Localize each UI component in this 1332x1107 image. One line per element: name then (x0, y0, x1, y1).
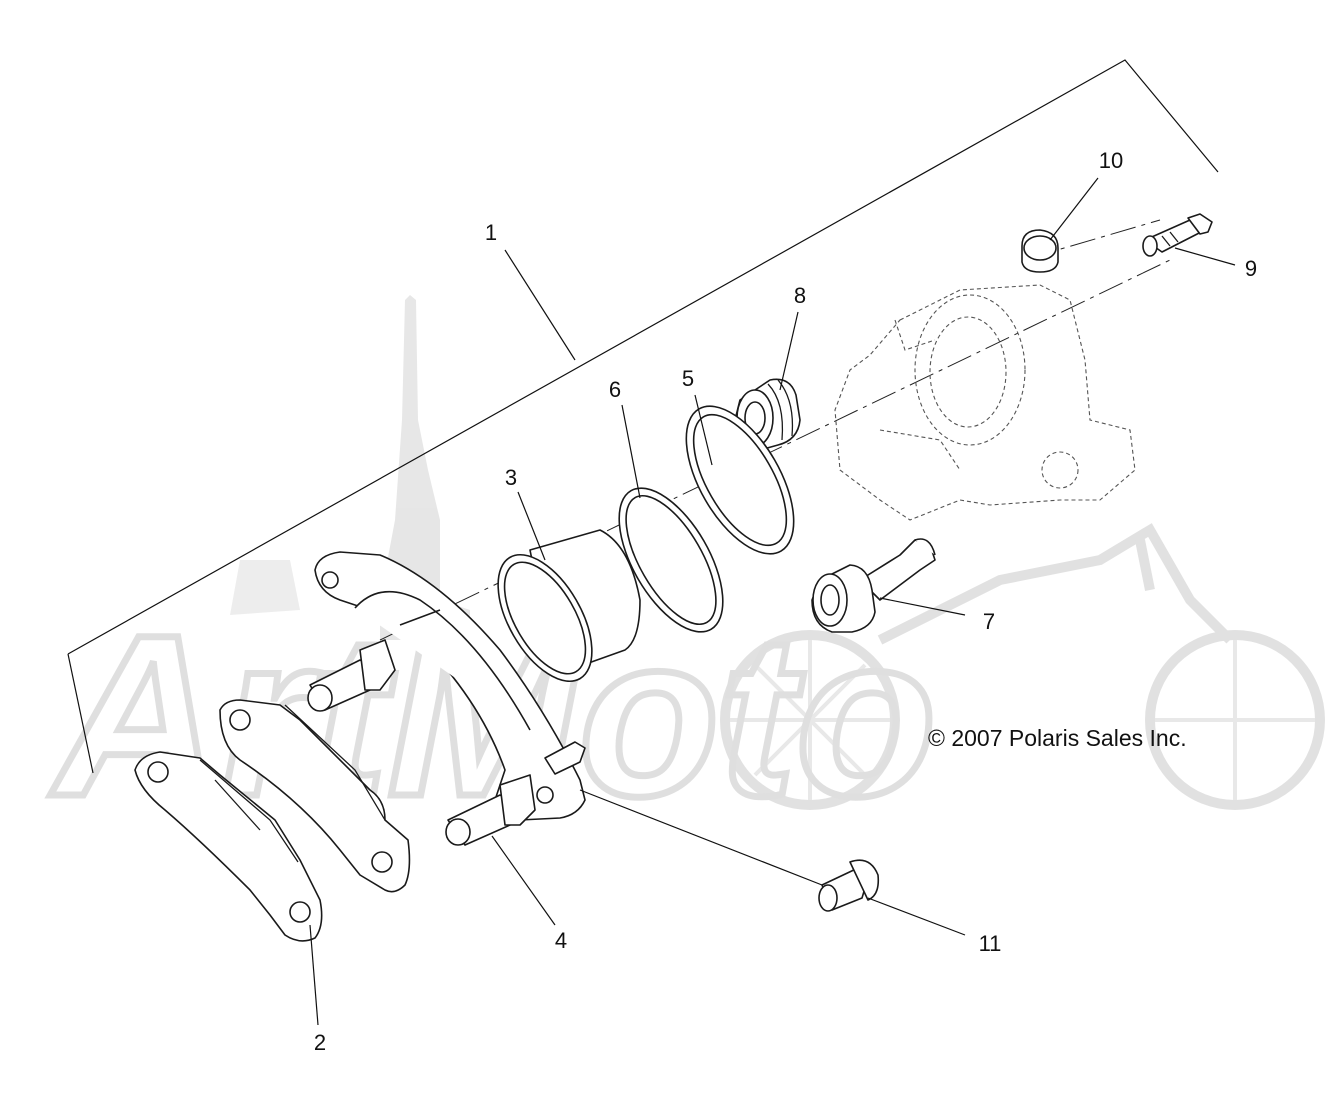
callout-9: 9 (1245, 256, 1257, 281)
leader-11 (867, 897, 966, 936)
square-seal-ring (685, 405, 795, 555)
leader-8 (779, 311, 799, 391)
watermark-motorcycle-icon (720, 523, 1325, 810)
assembly-bracket-left (67, 653, 94, 774)
callout-1: 1 (485, 220, 497, 245)
bracket-bolt (818, 859, 880, 912)
callout-10: 10 (1099, 148, 1123, 173)
assembly-bracket (67, 59, 1219, 655)
mounting-bracket (307, 551, 586, 846)
bleeder-screw (1142, 213, 1213, 257)
caliper-body (834, 284, 1136, 521)
bleeder-cap (1021, 229, 1059, 273)
callout-2: 2 (314, 1030, 326, 1055)
brake-pad-inner (219, 699, 411, 893)
leader-4 (491, 835, 556, 926)
leader-2 (309, 924, 319, 1026)
leader-bolt-axis (579, 789, 823, 886)
copyright-notice: © 2007 Polaris Sales Inc. (928, 725, 1187, 751)
callout-6: 6 (609, 377, 621, 402)
slide-pin-with-boot (811, 538, 936, 633)
leader-3 (517, 491, 546, 561)
callout-11: 11 (979, 931, 1002, 956)
callout-7: 7 (983, 609, 995, 634)
leader-5 (694, 394, 713, 466)
callout-5: 5 (682, 366, 694, 391)
leader-1 (504, 249, 576, 361)
piston (497, 529, 641, 683)
brake-pad-outer (134, 751, 323, 942)
watermark-spire-icon (380, 295, 470, 640)
leader-9 (1174, 247, 1236, 266)
leader-6 (621, 404, 641, 499)
callout-8: 8 (794, 283, 806, 308)
dust-seal-ring (618, 487, 724, 633)
callout-4: 4 (555, 928, 567, 953)
callout-3: 3 (505, 465, 517, 490)
leader-10 (1049, 177, 1099, 241)
leader-7 (879, 597, 966, 616)
